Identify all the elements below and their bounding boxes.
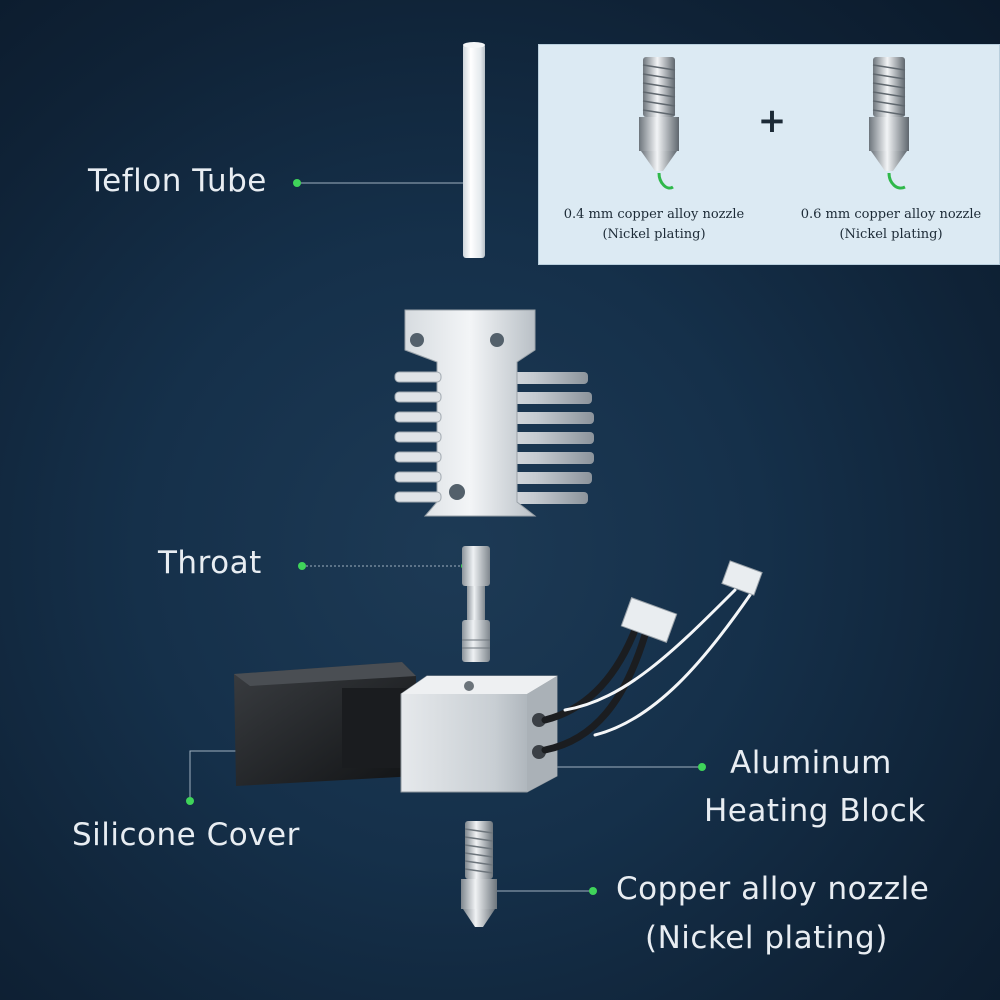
silicone-cover-image [234,662,416,786]
plus-sign: + [757,101,787,141]
nozzle-a-caption-line1: 0.4 mm copper alloy nozzle [563,207,745,222]
label-heating-block-line1: Aluminum [730,745,892,781]
label-nozzle-line1: Copper alloy nozzle [616,871,930,907]
wires-image [541,560,763,754]
nozzle-b-caption-line1: 0.6 mm copper alloy nozzle [800,207,982,222]
heating-block-image [400,675,558,793]
dot-throat-label [298,562,306,570]
nozzle-options-inset: + 0.4 mm copper alloy nozzle (Nickel pla… [538,44,1000,265]
nozzle-b-caption-line2: (Nickel plating) [839,227,943,242]
dot-heating-label [698,763,706,771]
dot-nozzle-label [589,887,597,895]
nozzle-a-caption-line2: (Nickel plating) [602,227,706,242]
nozzle-b-image [869,57,909,190]
nozzle-a-caption: 0.4 mm copper alloy nozzle (Nickel plati… [544,205,764,245]
label-throat: Throat [158,545,262,581]
label-nozzle-line2: (Nickel plating) [645,920,888,956]
dot-silicone-label [186,797,194,805]
teflon-tube-image [463,42,485,258]
label-teflon-tube: Teflon Tube [88,163,267,199]
label-heating-block-line2: Heating Block [704,793,926,829]
nozzle-image [461,821,497,927]
nozzle-b-caption: 0.6 mm copper alloy nozzle (Nickel plati… [781,205,1000,245]
throat-image [462,546,490,662]
heatsink-image [394,309,594,517]
nozzle-a-image [639,57,679,190]
dot-teflon-label [293,179,301,187]
label-silicone-cover: Silicone Cover [72,817,300,853]
